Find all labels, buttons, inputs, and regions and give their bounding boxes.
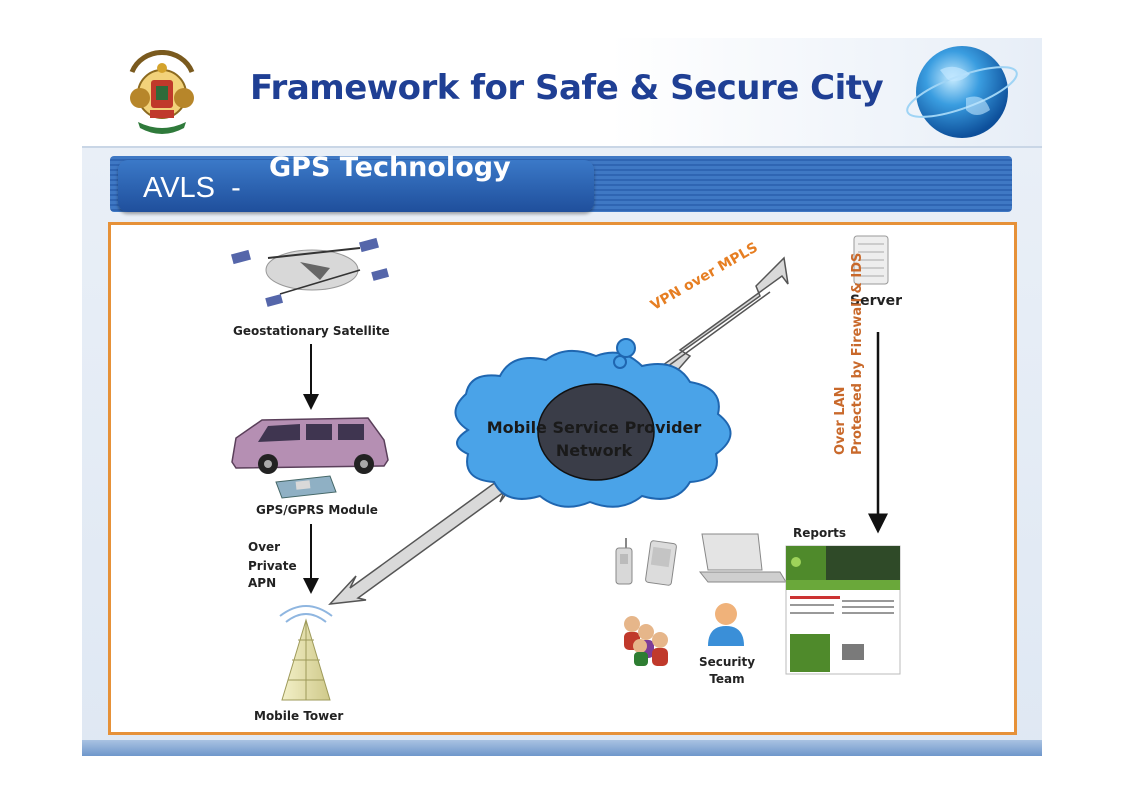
banner-tab (118, 160, 594, 212)
header-band (82, 38, 1042, 148)
satellite-icon (231, 237, 390, 307)
gps-module-icon (275, 475, 337, 499)
banner-dash: - (231, 172, 241, 204)
vehicle-icon (231, 417, 389, 474)
security-team-line2: Team (709, 672, 745, 686)
cloud-label: Mobile Service Provider Network (478, 416, 710, 462)
reports-screenshot (785, 545, 901, 675)
network-cloud (454, 338, 732, 508)
security-person-icon (708, 603, 744, 646)
mobile-phone-icon (615, 538, 633, 585)
globe-icon (906, 46, 1018, 138)
lan-label: Over LAN Protected by Firewall & IDS (832, 253, 866, 455)
banner-prefix: AVLS - (143, 172, 241, 204)
double-arrow-tower-cloud (328, 467, 514, 605)
laptop-icon (698, 533, 787, 583)
module-label: GPS/GPRS Module (256, 503, 378, 517)
pda-icon (645, 540, 677, 586)
apn-label-2: Private (248, 559, 297, 573)
reports-label: Reports (793, 526, 847, 540)
lan-label-line1: Over LAN (833, 386, 848, 455)
page-title: Framework for Safe & Secure City (250, 68, 884, 108)
server-label: Server (850, 293, 903, 309)
apn-label-1: Over (248, 540, 281, 554)
security-team-line1: Security (698, 655, 756, 669)
apn-label-3: APN (248, 576, 277, 590)
tower-label: Mobile Tower (254, 709, 344, 723)
lan-label-line2: Protected by Firewall & IDS (850, 252, 865, 455)
mobile-tower-icon (279, 605, 333, 701)
security-team-label: Security Team (690, 654, 764, 688)
cloud-label-line2: Network (555, 441, 633, 460)
banner-subtitle: GPS Technology (269, 152, 511, 183)
police-emblem-logo (129, 50, 195, 134)
satellite-label: Geostationary Satellite (233, 324, 390, 338)
users-group-icon (624, 616, 668, 666)
server-icon (853, 235, 889, 285)
footer-band (82, 740, 1042, 756)
cloud-label-line1: Mobile Service Provider (486, 418, 702, 437)
